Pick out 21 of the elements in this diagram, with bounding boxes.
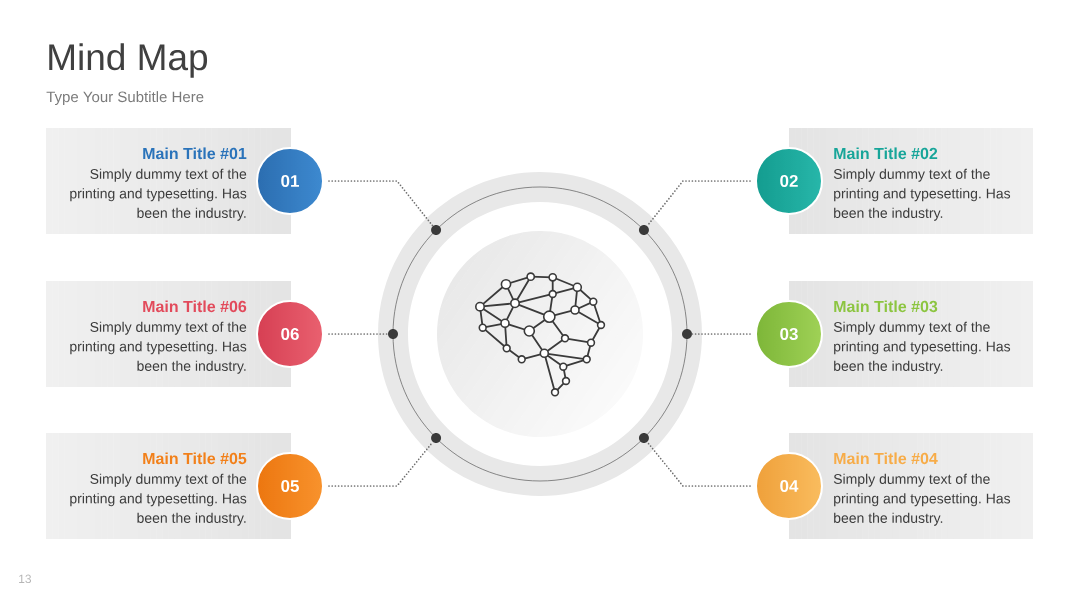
card-title: Main Title #04 bbox=[834, 452, 938, 465]
card-title: Main Title #05 bbox=[143, 452, 247, 465]
connector-line bbox=[328, 441, 434, 487]
card-description: Simply dummy text of the printing and typesetting. Has been the industry. bbox=[70, 168, 247, 221]
connector-line bbox=[328, 333, 389, 335]
card-description: Simply dummy text of the printing and typesetting. Has been the industry. bbox=[833, 473, 1011, 526]
card-title: Main Title #06 bbox=[143, 300, 247, 313]
card-description: Simply dummy text of the printing and typesetting. Has been the industry. bbox=[833, 321, 1011, 374]
slide-title: Mind Map bbox=[49, 43, 208, 78]
connector-line bbox=[646, 441, 751, 487]
card-title: Main Title #01 bbox=[143, 147, 247, 160]
page-number: 13 bbox=[19, 574, 32, 584]
card-title: Main Title #03 bbox=[834, 300, 938, 313]
card-description: Simply dummy text of the printing and typesetting. Has been the industry. bbox=[833, 168, 1011, 221]
connector-line bbox=[691, 333, 751, 335]
connector-line bbox=[328, 180, 434, 227]
card-title: Main Title #02 bbox=[834, 147, 938, 160]
subtitle: Type Your Subtitle Here bbox=[46, 91, 204, 106]
card-description: Simply dummy text of the printing and typesetting. Has been the industry. bbox=[70, 473, 247, 526]
connector-line bbox=[646, 180, 751, 227]
card-description: Simply dummy text of the printing and typesetting. Has been the industry. bbox=[70, 321, 247, 374]
